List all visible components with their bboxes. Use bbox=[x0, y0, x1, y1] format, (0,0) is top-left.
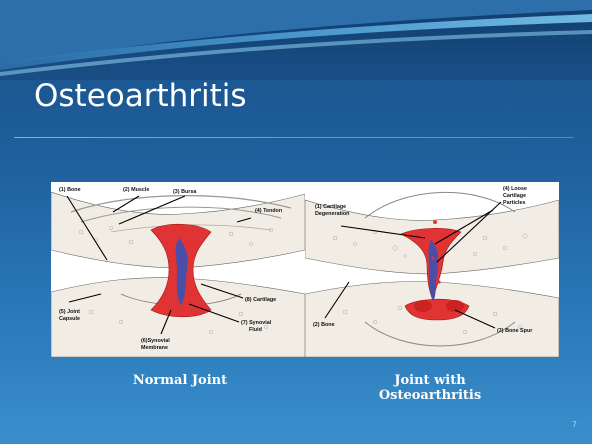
osteoarthritis-caption-line-1: Joint with bbox=[330, 373, 530, 388]
label-loose-particles-3: Particles bbox=[503, 200, 525, 206]
label-joint-capsule-2: Capsule bbox=[59, 316, 80, 322]
label-cartilage: (8) Cartilage bbox=[245, 297, 276, 303]
label-bone: (2) Bone bbox=[313, 322, 335, 328]
slide-title: Osteoarthritis bbox=[34, 78, 247, 114]
label-bone-spur: (3) Bone Spur bbox=[497, 328, 533, 334]
label-muscle: (2) Muscle bbox=[123, 187, 149, 193]
label-cartilage-degeneration-2: Degeneration bbox=[315, 211, 349, 217]
label-synovial-fluid-1: (7) Synovial bbox=[241, 320, 272, 326]
label-joint-capsule-1: (5) Joint bbox=[59, 309, 80, 315]
label-loose-particles-1: (4) Loose bbox=[503, 186, 527, 192]
label-synovial-membrane-2: Membrane bbox=[141, 345, 168, 351]
normal-joint-diagram: (1) Bone (2) Muscle (3) Bursa (4) Tendon… bbox=[51, 182, 305, 357]
label-synovial-fluid-2: Fluid bbox=[249, 327, 262, 333]
normal-joint-caption: Normal Joint bbox=[90, 373, 270, 388]
label-loose-particles-2: Cartilage bbox=[503, 193, 526, 199]
label-bone: (1) Bone bbox=[59, 187, 81, 193]
osteoarthritis-joint-diagram: (1) Cartilage Degeneration (4) Loose Car… bbox=[305, 182, 559, 357]
label-cartilage-degeneration-1: (1) Cartilage bbox=[315, 204, 346, 210]
label-tendon: (4) Tendon bbox=[255, 208, 282, 214]
decorative-header-swoosh bbox=[0, 0, 592, 80]
label-synovial-membrane-1: (6)Synovial bbox=[141, 338, 170, 344]
osteoarthritis-caption-line-2: Osteoarthritis bbox=[330, 388, 530, 403]
slide-number: 7 bbox=[561, 420, 577, 429]
title-divider bbox=[14, 137, 574, 138]
label-bursa: (3) Bursa bbox=[173, 189, 197, 195]
osteoarthritis-joint-caption: Joint with Osteoarthritis bbox=[330, 373, 530, 403]
